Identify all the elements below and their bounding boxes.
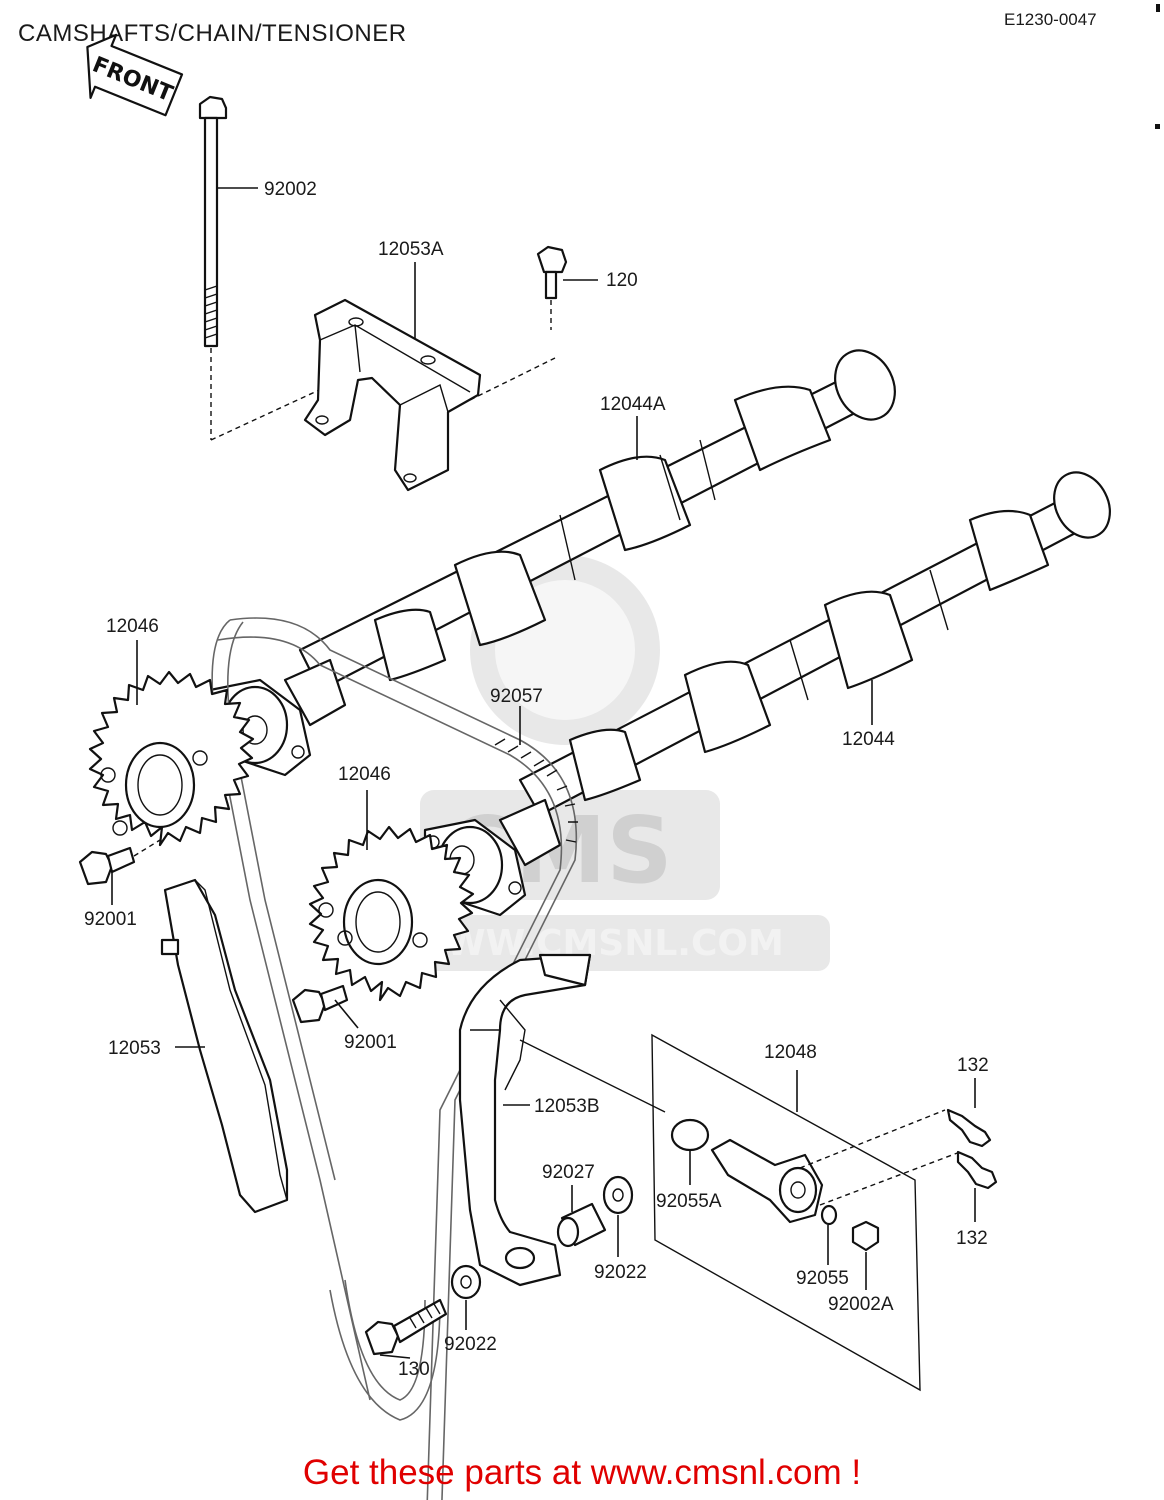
diagram-code: E1230-0047 (1004, 10, 1097, 29)
chain-guide-bracket-12053A (303, 298, 556, 492)
label-132-top: 132 (957, 1055, 989, 1076)
watermark-url: WWW.CMSNL.COM (406, 923, 784, 964)
label-132-bottom: 132 (956, 1228, 988, 1249)
cam-sprocket-upper-12046 (88, 670, 255, 847)
bolt-132-top (946, 1108, 992, 1148)
cam-sprocket-lower-12046 (308, 825, 475, 1002)
edge-mark-mid (1155, 124, 1160, 129)
bolt-120 (536, 245, 568, 330)
label-12048: 12048 (764, 1042, 817, 1063)
collar-92027 (556, 1202, 607, 1248)
label-92002A: 92002A (828, 1294, 894, 1315)
label-12044: 12044 (842, 729, 895, 750)
label-12053A: 12053A (378, 239, 444, 260)
tensioner-assembly-12048 (651, 1033, 961, 1392)
tensioner-guide-12053B (458, 953, 666, 1287)
label-92057: 92057 (490, 686, 543, 707)
front-arrow-icon: FRONT (86, 33, 184, 117)
edge-mark-top (1156, 4, 1160, 12)
label-12053: 12053 (108, 1038, 161, 1059)
label-92027: 92027 (542, 1162, 595, 1183)
bolt-132-bottom (956, 1150, 998, 1190)
sprocket-bolt-92001-left (78, 839, 161, 886)
page-title: CAMSHAFTS/CHAIN/TENSIONER (18, 20, 407, 47)
label-130: 130 (398, 1359, 430, 1380)
footer-link[interactable]: Get these parts at www.cmsnl.com ! (302, 1453, 862, 1492)
pivot-bolt-130 (364, 1298, 448, 1356)
part-labels: 92002 12053A 120 12044A 12046 92057 1204… (84, 179, 989, 1380)
label-92002: 92002 (264, 179, 317, 200)
label-92055: 92055 (796, 1268, 849, 1289)
washer-92022-mid (602, 1175, 634, 1215)
label-12046-mid: 12046 (338, 764, 391, 785)
label-92001-left: 92001 (84, 909, 137, 930)
label-92055A: 92055A (656, 1191, 722, 1212)
washer-92022-bottom (450, 1264, 482, 1300)
camshaft-12044 (518, 471, 1111, 817)
leader-lines (111, 187, 976, 1359)
long-bolt-92002 (198, 95, 331, 441)
label-12053B: 12053B (534, 1096, 600, 1117)
label-92001-mid: 92001 (344, 1032, 397, 1053)
label-92022-mid: 92022 (594, 1262, 647, 1283)
label-12046-top: 12046 (106, 616, 159, 637)
chain-guide-12053 (160, 878, 289, 1214)
label-120: 120 (606, 270, 638, 291)
sprocket-bolt-92001-mid (291, 984, 349, 1024)
label-12044A: 12044A (600, 394, 666, 415)
label-92022-bottom: 92022 (444, 1334, 497, 1355)
